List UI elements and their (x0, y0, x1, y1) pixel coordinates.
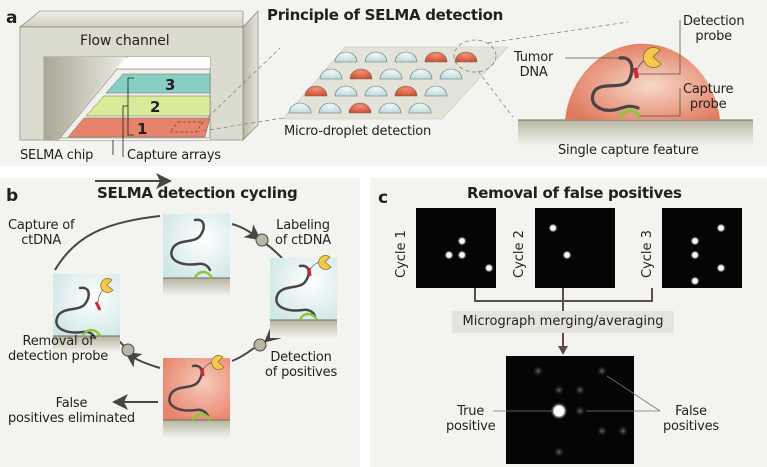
droplet-positive (304, 85, 328, 97)
panel-b-graphics (53, 173, 337, 438)
droplet-plate (282, 46, 509, 120)
zoom-circle (453, 39, 497, 73)
droplet-positive (349, 68, 373, 80)
state-box-removal (53, 274, 120, 352)
panel-c-title: Removal of false positives (467, 184, 682, 202)
step-labeling-label: Labeling of ctDNA (275, 218, 331, 248)
cycle-arc-2 (231, 223, 262, 241)
droplet-negative (318, 102, 342, 114)
true-positive-spot (550, 402, 568, 420)
droplet-negative (379, 68, 403, 80)
droplet-positive (348, 102, 372, 114)
array-number-2: 2 (150, 98, 160, 116)
array-number-1: 1 (137, 120, 147, 138)
removal-node (121, 343, 135, 357)
step-detection-label: Detection of positives (265, 350, 338, 380)
step-removal-label: Removal of detection probe (8, 334, 109, 364)
cycle-arc-1 (54, 215, 161, 271)
droplet-negative (439, 68, 463, 80)
capture-probe-label: Capture probe (683, 82, 734, 112)
capture-arrays-label: Capture arrays (127, 148, 221, 163)
panel-c: c Removal of false positives (370, 178, 767, 467)
merged-micrograph (506, 356, 634, 464)
true-positive-label: True positive (446, 404, 496, 434)
droplet-positive (454, 51, 478, 63)
labeling-node (255, 233, 269, 247)
droplet-negative (364, 85, 388, 97)
detection-node (253, 338, 267, 352)
droplet-array (288, 51, 478, 114)
pacman-label-icon (643, 47, 662, 68)
panel-c-label: c (378, 188, 389, 208)
capture-probe-glyph (618, 109, 642, 119)
detection-probe-label: Detection probe (683, 14, 745, 44)
droplet-negative (424, 85, 448, 97)
droplet-negative (319, 68, 343, 80)
cycle-2-label: Cycle 2 (512, 230, 527, 278)
merge-label-box: Micrograph merging/averaging (452, 311, 674, 333)
micrograph-cycle-3 (662, 208, 742, 288)
flow-channel-label: Flow channel (80, 33, 170, 49)
droplet-positive (424, 51, 448, 63)
panel-b: b SELMA detection cycling (0, 173, 360, 467)
state-box-captured (163, 214, 230, 296)
micro-droplet-label: Micro-droplet detection (284, 124, 432, 139)
panel-a-graphics: 3 2 1 (19, 10, 753, 157)
step-capture-label: Capture of ctDNA (8, 218, 75, 248)
droplet-negative (364, 51, 388, 63)
substrate (518, 120, 753, 146)
droplet-negative (409, 68, 433, 80)
false-positives-label: False positives (663, 404, 719, 434)
panel-a-title: Principle of SELMA detection (267, 6, 503, 24)
droplet-negative (334, 51, 358, 63)
droplet-negative (334, 85, 358, 97)
capture-droplet (565, 43, 720, 120)
panel-c-graphics (416, 208, 742, 464)
cycle-arc-4 (124, 351, 161, 369)
panel-a: a Principle of SELMA detection (0, 0, 767, 166)
selma-chip-label: SELMA chip (20, 148, 94, 163)
tumor-dna (590, 56, 640, 112)
array-number-3: 3 (165, 76, 175, 94)
droplet-negative (394, 51, 418, 63)
detection-probe-glyph (633, 67, 639, 79)
step-false-positives-label: False positives eliminated (8, 396, 135, 426)
panel-b-title: SELMA detection cycling (97, 184, 298, 202)
micrograph-cycle-1 (416, 208, 496, 288)
droplet-negative (288, 102, 312, 114)
single-feature-label: Single capture feature (558, 143, 699, 158)
panel-a-label: a (6, 8, 18, 28)
droplet-positive (394, 85, 418, 97)
cycle-3-label: Cycle 3 (640, 230, 655, 278)
micrograph-cycle-2 (535, 208, 615, 288)
droplet-negative (378, 102, 402, 114)
flow-channel (19, 10, 284, 157)
panel-b-label: b (6, 186, 19, 206)
state-box-detection (163, 355, 230, 438)
merge-arrow (558, 346, 568, 355)
tumor-dna-label: Tumor DNA (514, 50, 554, 80)
state-box-labeled (270, 255, 337, 338)
cycle-1-label: Cycle 1 (394, 230, 409, 278)
droplet-negative (408, 102, 432, 114)
